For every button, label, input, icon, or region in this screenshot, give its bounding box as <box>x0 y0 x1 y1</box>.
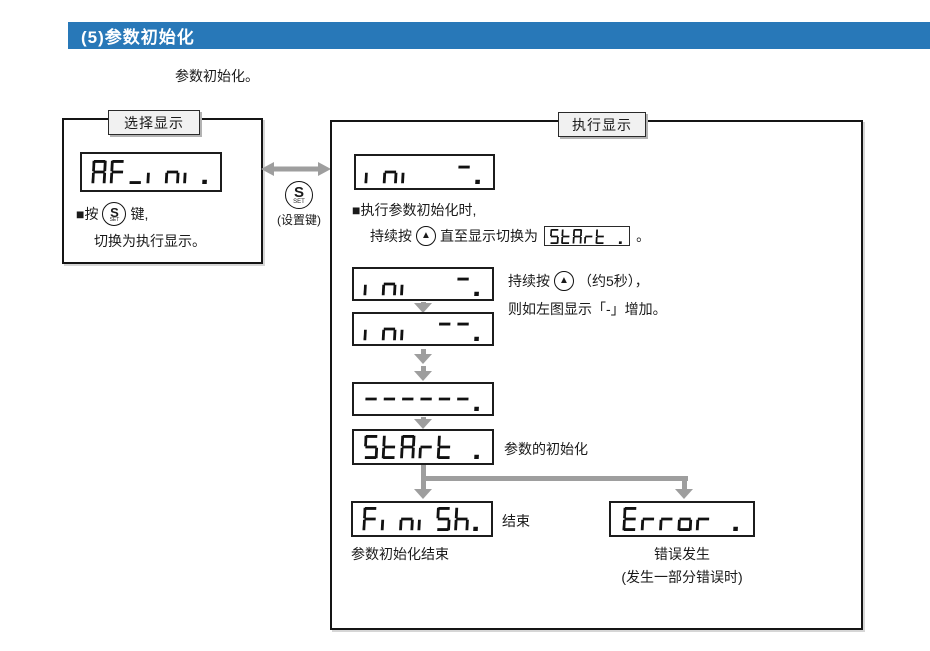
hold-note-line2: 则如左图显示「-」增加。 <box>508 301 667 317</box>
section-title: (5)参数初始化 <box>81 28 195 47</box>
select-note-line1: ■按 S SET 键, <box>76 202 148 226</box>
seven-segment-text <box>363 317 483 341</box>
inline-start-display <box>544 226 631 246</box>
down-arrow-icon <box>675 480 693 499</box>
seven-segment-text <box>364 160 484 184</box>
segment-display-ini-2 <box>352 267 494 301</box>
seven-segment-text <box>363 272 483 296</box>
finish-caption: 参数初始化结束 <box>351 546 449 562</box>
up-key-icon: ▲ <box>416 226 436 246</box>
segment-display-start <box>352 429 494 465</box>
down-arrow-icon <box>414 349 432 364</box>
section-header: (5)参数初始化 <box>68 22 930 49</box>
segment-display-ini-3 <box>352 312 494 346</box>
note-text: 键, <box>130 206 149 222</box>
segment-display-ini-1 <box>354 154 495 190</box>
select-note-line2: 切换为执行显示。 <box>94 233 206 249</box>
note-text: ■按 <box>76 206 99 222</box>
branch-stem-line <box>421 465 426 479</box>
seven-segment-text <box>364 387 483 411</box>
down-arrow-icon <box>414 302 432 313</box>
segment-display-error <box>609 501 755 537</box>
exec-display-panel: 执行显示 ■执行参数初始化时, 持续按 ▲ 直至显示切换为 。 持续按 ▲ （约… <box>330 112 863 630</box>
exec-panel-label: 执行显示 <box>558 112 646 137</box>
seven-segment-text <box>550 229 624 244</box>
seven-segment-text <box>91 160 211 184</box>
seven-segment-text <box>363 435 483 459</box>
seven-segment-text <box>362 507 482 531</box>
down-arrow-icon <box>414 480 432 499</box>
down-arrow-icon <box>414 366 432 381</box>
down-arrow-icon <box>414 417 432 429</box>
up-key-icon: ▲ <box>554 271 574 291</box>
segment-display-finish <box>351 501 493 537</box>
start-label: 参数的初始化 <box>504 441 588 457</box>
hold-note-line1: 持续按 ▲ （约5秒）， <box>508 271 649 291</box>
error-caption-line1: 错误发生 <box>654 546 710 562</box>
segment-display-dashes <box>352 382 494 416</box>
exec-note-line1: ■执行参数初始化时, <box>352 202 477 218</box>
exec-note-line2: 持续按 ▲ 直至显示切换为 。 <box>370 226 651 246</box>
finish-label: 结束 <box>502 513 530 529</box>
intro-text: 参数初始化。 <box>175 68 259 84</box>
error-caption-line2: (发生一部分错误时) <box>621 569 743 585</box>
set-key-caption: (设置键) <box>277 213 321 227</box>
select-panel-label: 选择显示 <box>108 110 200 135</box>
set-key-icon: S SET <box>285 181 313 209</box>
set-key-icon: S SET <box>102 202 127 226</box>
branch-horizontal-line <box>421 476 688 481</box>
segment-display-af-ini <box>80 152 222 192</box>
select-display-panel: 选择显示 ■按 S SET 键, 切换为执行显示。 <box>62 110 263 264</box>
toggle-arrow-icon <box>261 162 331 176</box>
seven-segment-text <box>622 507 742 531</box>
